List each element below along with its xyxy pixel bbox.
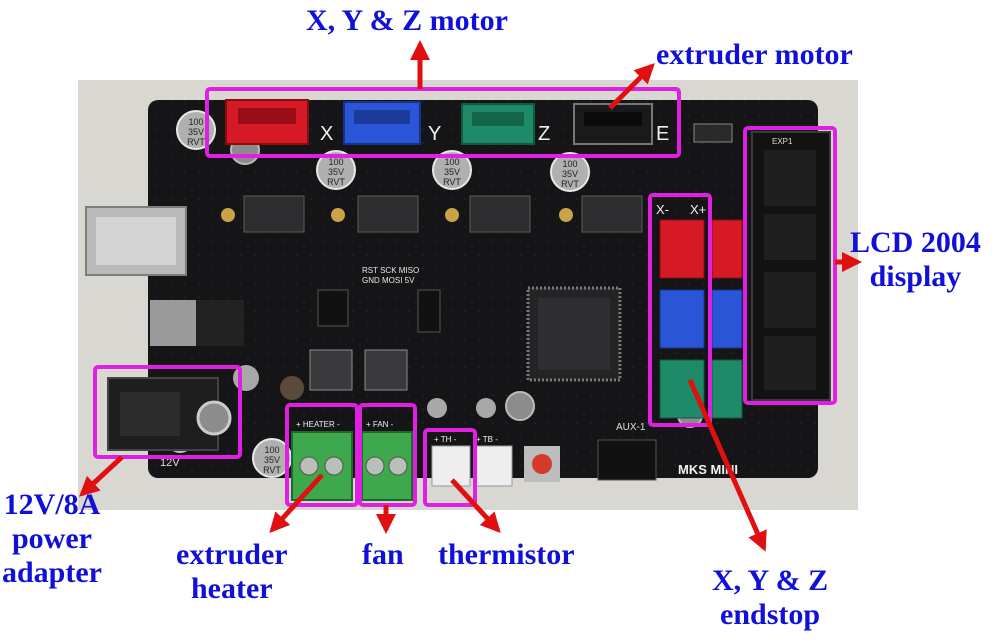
callout-heater-line1: extruder	[176, 538, 288, 571]
arrow-heater	[269, 473, 324, 533]
usb-port	[85, 206, 187, 276]
heater-label: + HEATER -	[296, 420, 340, 429]
exp-label: EXP1	[772, 137, 793, 146]
fan-label: + FAN -	[366, 420, 394, 429]
svg-text:35V: 35V	[444, 167, 460, 177]
endstop-connectors	[659, 219, 743, 419]
callout-heater: extruder heater	[176, 538, 288, 606]
svg-text:100: 100	[264, 445, 279, 455]
callout-power-line3: adapter	[2, 556, 102, 589]
callout-thermistor-text: thermistor	[438, 538, 575, 571]
highlight-power	[93, 365, 242, 459]
callout-heater-line2: heater	[191, 572, 273, 605]
callout-power-line2: power	[12, 522, 92, 555]
th-label: + TH -	[434, 435, 457, 444]
stepper-driver-chips	[243, 195, 643, 233]
pin-headers	[317, 289, 657, 481]
capacitor: 100 35V RVT	[432, 150, 472, 190]
motor-label-y: Y	[428, 123, 441, 145]
arrow-thermistor	[450, 478, 501, 533]
capacitor	[427, 398, 447, 418]
reset-button	[524, 446, 560, 482]
svg-text:RVT: RVT	[263, 465, 281, 475]
arrow-extruder-motor	[608, 63, 655, 110]
power-jack	[107, 377, 232, 451]
x-motor-connector	[225, 99, 309, 145]
callout-endstop-line2: endstop	[720, 598, 821, 631]
svg-text:100: 100	[562, 159, 577, 169]
trim-potentiometers	[221, 208, 573, 222]
voltage-regulator	[150, 300, 244, 346]
highlight-motors	[205, 87, 681, 158]
tb-label: + TB -	[476, 435, 498, 444]
highlight-endstops	[648, 193, 712, 427]
aux-label: AUX-1	[616, 422, 646, 433]
microcontroller	[526, 286, 622, 382]
y-motor-connector	[343, 101, 421, 145]
callout-arrows	[79, 40, 862, 552]
capacitor: 100 35V RVT	[316, 150, 356, 190]
highlight-lcd	[743, 126, 837, 405]
callout-xyz-motor-text: X, Y & Z motor	[306, 4, 508, 37]
spi-header-label: RST SCK MISO	[362, 266, 419, 275]
mounting-hole	[505, 391, 535, 421]
lcd-header	[751, 131, 831, 401]
board-brand-label: MKS MINI	[678, 462, 738, 477]
callout-xyz-motor: X, Y & Z motor	[306, 4, 508, 38]
callout-lcd-line2: display	[869, 260, 962, 293]
highlight-heater	[285, 403, 359, 507]
callout-endstop: X, Y & Z endstop	[712, 564, 828, 632]
callout-fan-text: fan	[362, 538, 404, 571]
motor-label-z: Z	[538, 123, 550, 145]
spi-header-label: GND MOSI 5V	[362, 276, 415, 285]
svg-text:RVT: RVT	[443, 177, 461, 187]
callout-endstop-line1: X, Y & Z	[712, 564, 829, 597]
highlight-thermistor	[423, 428, 477, 507]
callout-lcd: LCD 2004 display	[850, 226, 981, 294]
mosfets	[309, 349, 408, 391]
jumper	[693, 123, 733, 143]
callout-power-line1: 12V/8A	[3, 488, 101, 521]
svg-text:35V: 35V	[188, 127, 204, 137]
callout-power: 12V/8A power adapter	[2, 488, 102, 590]
capacitor: 100 35V RVT	[252, 438, 292, 478]
fan-terminal	[361, 431, 413, 501]
motor-label-e: E	[656, 123, 669, 145]
capacitor: 100 35V RVT	[176, 110, 216, 150]
callout-fan: fan	[362, 538, 404, 572]
motor-label-x: X	[320, 123, 333, 145]
svg-text:35V: 35V	[264, 455, 280, 465]
capacitor	[476, 398, 496, 418]
callout-thermistor: thermistor	[438, 538, 575, 572]
svg-text:RVT: RVT	[187, 137, 205, 147]
endstop-label-x-minus: X-	[656, 202, 669, 217]
arrow-endstop	[687, 378, 767, 552]
power-12v-label: 12V	[160, 457, 180, 469]
heater-terminal	[291, 431, 353, 501]
svg-text:RVT: RVT	[561, 179, 579, 189]
svg-text:35V: 35V	[328, 167, 344, 177]
arrow-power	[79, 455, 124, 497]
e-motor-connector	[573, 103, 653, 145]
callout-extruder-motor-text: extruder motor	[656, 38, 853, 71]
svg-text:100: 100	[444, 157, 459, 167]
svg-text:100: 100	[188, 117, 203, 127]
capacitor: 100 35V RVT	[550, 152, 590, 192]
svg-text:100: 100	[328, 157, 343, 167]
endstop-label-x-plus: X+	[690, 202, 706, 217]
z-motor-connector	[461, 103, 535, 145]
callout-extruder-motor: extruder motor	[656, 38, 853, 72]
capacitor	[280, 376, 304, 400]
thermistor-connectors	[431, 445, 513, 487]
callout-lcd-line1: LCD 2004	[850, 226, 981, 259]
svg-text:RVT: RVT	[327, 177, 345, 187]
svg-text:35V: 35V	[562, 169, 578, 179]
